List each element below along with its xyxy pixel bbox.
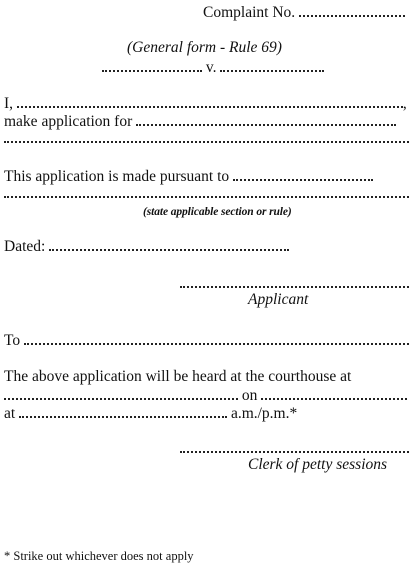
pursuant-continuation[interactable] <box>4 196 409 198</box>
pursuant-row: This application is made pursuant to <box>4 166 374 186</box>
at-label: at <box>4 405 16 422</box>
hearing-time-row: at a.m./p.m.* <box>4 403 297 423</box>
complaint-number-row: Complaint No. <box>203 2 406 22</box>
make-application-row: make application for <box>4 111 397 131</box>
party-one-field[interactable] <box>102 57 202 72</box>
hearing-text: The above application will be heard at t… <box>4 368 352 385</box>
pursuant-hint: (state applicable section or rule) <box>143 206 292 218</box>
dated-label: Dated: <box>4 238 46 255</box>
hearing-time-field[interactable] <box>19 403 228 418</box>
applicant-name-row: I, , <box>4 93 407 113</box>
applicant-signature-field[interactable] <box>180 286 409 288</box>
application-for-field[interactable] <box>136 111 397 126</box>
make-application-label: make application for <box>4 113 133 130</box>
i-comma: , <box>402 95 407 112</box>
applicant-label: Applicant <box>248 291 309 308</box>
versus-label: v. <box>205 59 217 76</box>
hearing-date-field[interactable] <box>261 385 408 400</box>
hearing-on-row: on <box>4 385 408 405</box>
to-row: To <box>4 330 410 350</box>
footnote: * Strike out whichever does not apply <box>4 549 194 563</box>
versus-row: v. <box>102 57 325 77</box>
application-for-continuation[interactable] <box>4 141 409 143</box>
applicant-name-field[interactable] <box>16 93 403 108</box>
on-label: on <box>241 387 258 404</box>
form-title: (General form - Rule 69) <box>127 39 282 56</box>
clerk-label: Clerk of petty sessions <box>248 456 388 473</box>
ampm-label: a.m./p.m.* <box>230 405 298 422</box>
clerk-signature-field[interactable] <box>180 451 409 453</box>
i-label: I, <box>4 95 14 112</box>
pursuant-label: This application is made pursuant to <box>4 168 230 185</box>
pursuant-field[interactable] <box>233 166 374 181</box>
party-two-field[interactable] <box>220 57 325 72</box>
to-field[interactable] <box>24 330 410 345</box>
dated-row: Dated: <box>4 236 290 256</box>
courthouse-field[interactable] <box>4 385 238 400</box>
complaint-number-label: Complaint No. <box>203 4 296 21</box>
to-label: To <box>4 332 21 349</box>
dated-field[interactable] <box>49 236 290 251</box>
complaint-number-field[interactable] <box>299 2 406 17</box>
